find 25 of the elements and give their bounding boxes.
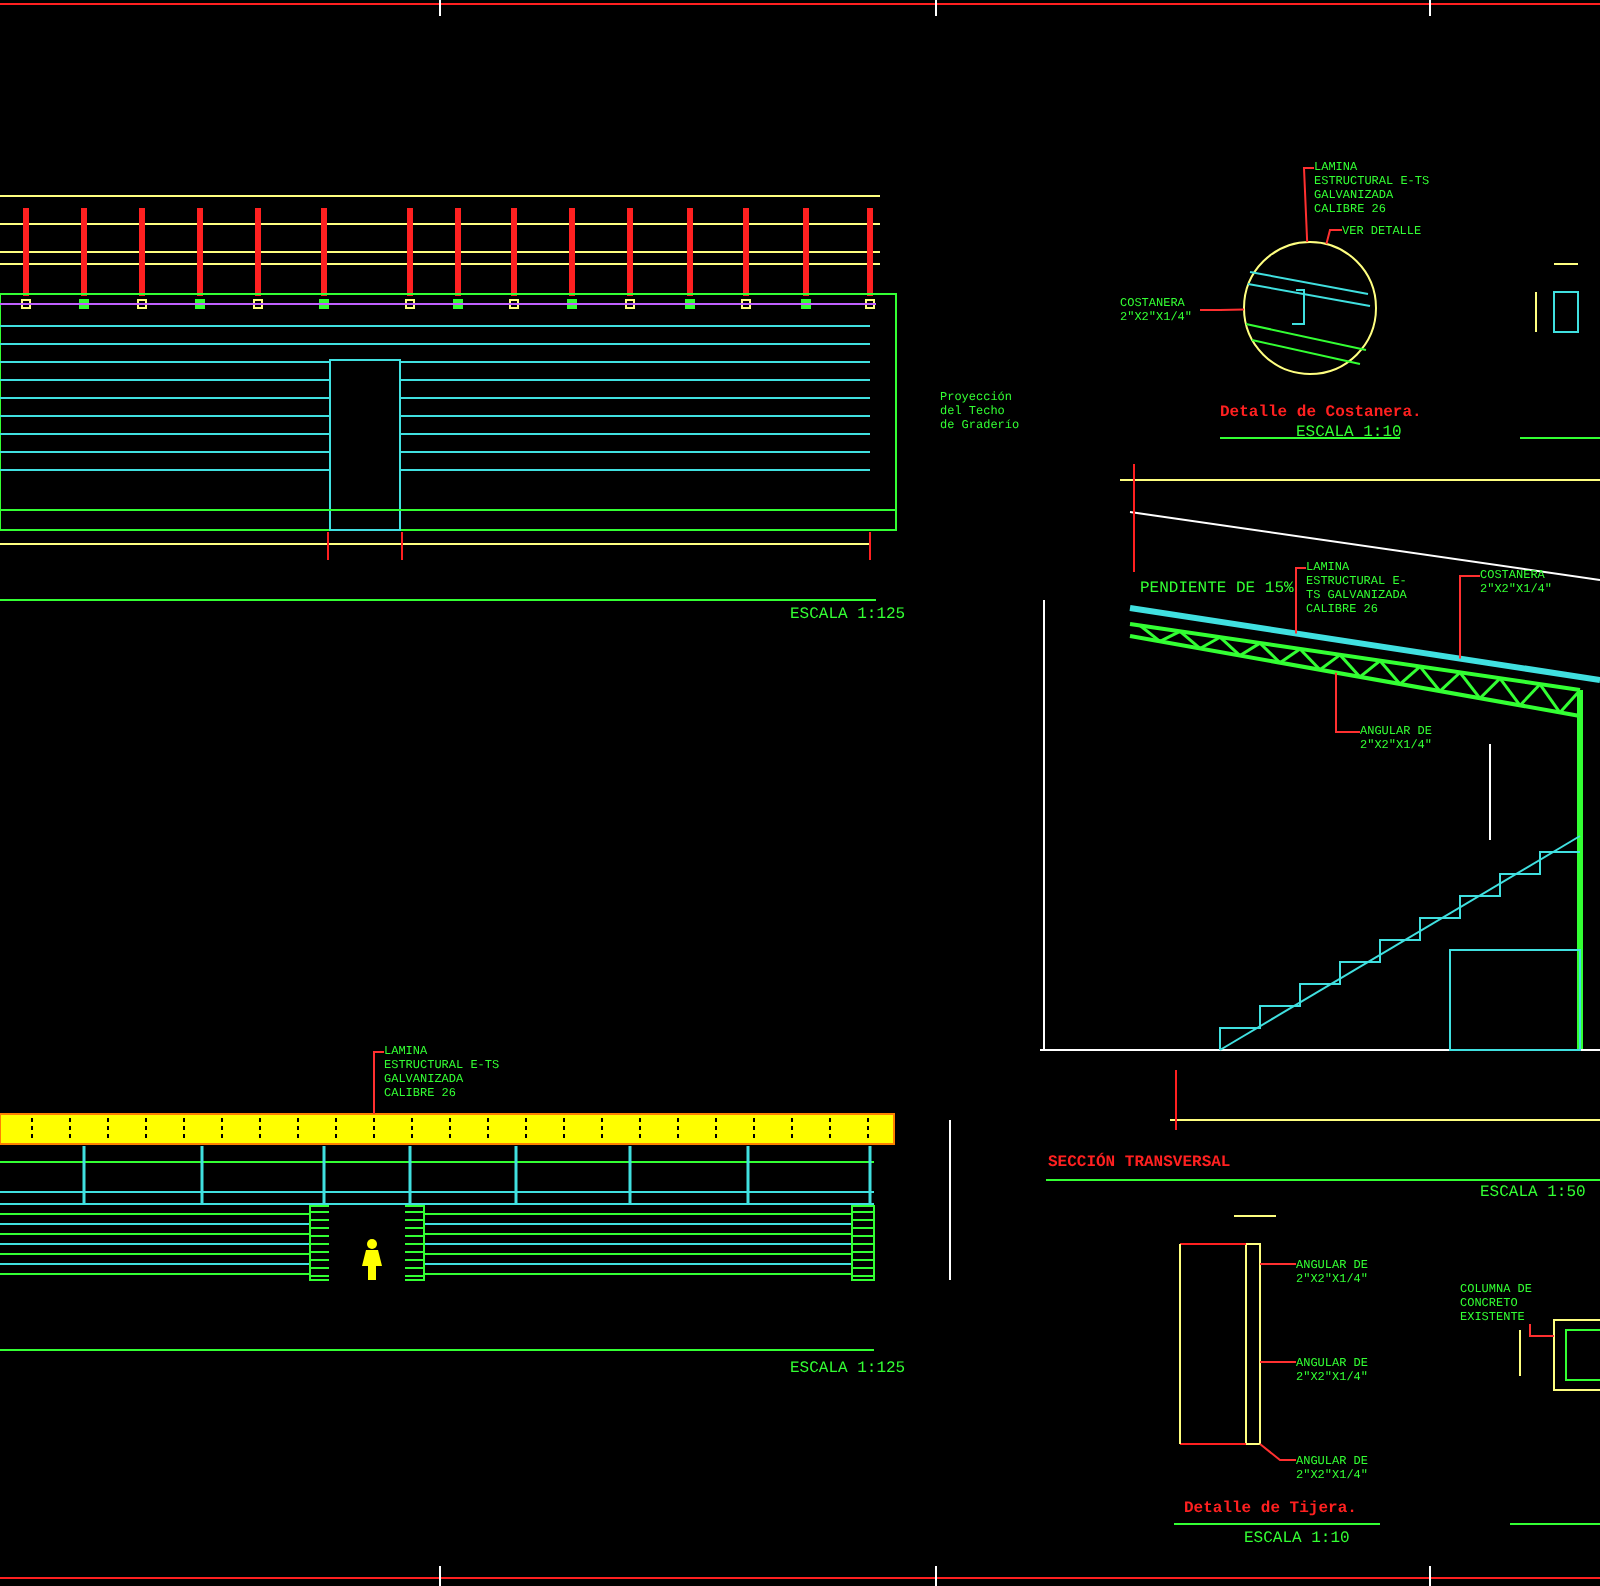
leader-line	[1459, 575, 1481, 660]
leader-line	[1325, 229, 1343, 246]
detail-title: Detalle de Tijera.	[1184, 1500, 1357, 1518]
leader-line	[1529, 1323, 1555, 1337]
scale-note: ESCALA 1:125	[790, 606, 906, 624]
leader-line	[373, 1051, 385, 1115]
detail-title: Detalle de Costanera.	[1220, 404, 1422, 422]
leader-line	[1295, 567, 1307, 635]
column-section	[1553, 1319, 1600, 1391]
scale-note: ESCALA 1:50	[1480, 1184, 1586, 1202]
leader-line	[1259, 1263, 1297, 1265]
leader-line	[1259, 1361, 1297, 1363]
leader-line	[1302, 167, 1315, 244]
leader-line	[1199, 308, 1245, 311]
section-title: SECCIÓN TRANSVERSAL	[1048, 1154, 1231, 1172]
scale-note: ESCALA 1:10	[1296, 424, 1402, 442]
detail-circle	[1243, 241, 1377, 375]
leader-line	[1259, 1443, 1297, 1461]
scale-note: ESCALA 1:10	[1244, 1530, 1350, 1548]
roof-sheet-band	[0, 1113, 895, 1145]
roof-truss-drawing	[1129, 605, 1600, 718]
scale-note: ESCALA 1:125	[790, 1360, 906, 1378]
leader-line	[1335, 671, 1361, 733]
truss-member	[1245, 1243, 1261, 1445]
slope-note: PENDIENTE DE 15%	[1140, 580, 1294, 598]
